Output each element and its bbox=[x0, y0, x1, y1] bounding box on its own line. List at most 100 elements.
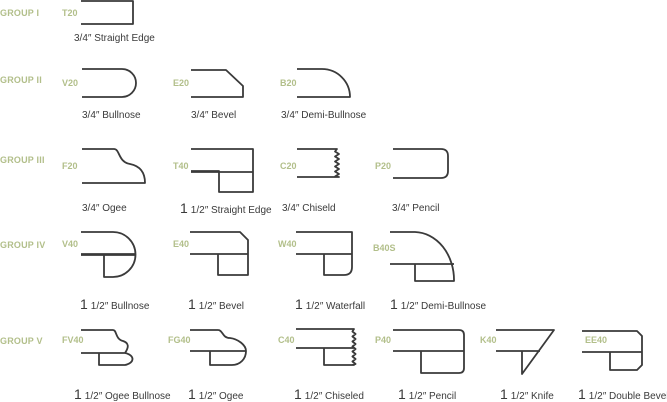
caption-whole-number: 1 bbox=[188, 386, 196, 402]
profile-code: C40 bbox=[278, 335, 295, 345]
profile-outline bbox=[297, 68, 351, 98]
caption-text: 1/2″ Knife bbox=[510, 391, 554, 402]
caption-text: 1/2″ Bevel bbox=[198, 301, 245, 312]
edge-profile-v20-drawing bbox=[82, 68, 137, 98]
profile-caption: 3/4″ Demi-Bullnose bbox=[281, 110, 366, 121]
profile-outline bbox=[81, 0, 134, 25]
profile-code: V20 bbox=[62, 78, 79, 88]
profile-code: B20 bbox=[280, 78, 297, 88]
edge-profile-e40-drawing bbox=[190, 231, 249, 276]
profile-outline bbox=[496, 329, 555, 375]
profile-code: F20 bbox=[62, 161, 78, 171]
edge-profile-t40-drawing bbox=[191, 148, 254, 193]
caption-text: 3/4″ Demi-Bullnose bbox=[281, 110, 367, 121]
edge-profile-c40-drawing bbox=[296, 328, 357, 366]
profile-code: P20 bbox=[375, 161, 392, 171]
caption-whole-number: 1 bbox=[80, 296, 88, 312]
profile-outline bbox=[81, 329, 134, 366]
caption-text: 3/4″ Straight Edge bbox=[74, 33, 155, 44]
group-label: GROUP II bbox=[0, 75, 42, 85]
profile-outline bbox=[393, 148, 449, 179]
caption-whole-number: 1 bbox=[398, 386, 406, 402]
profile-caption: 3/4″ Bevel bbox=[191, 110, 236, 121]
edge-profile-t20-drawing bbox=[81, 0, 134, 25]
profile-outline bbox=[582, 330, 643, 371]
caption-whole-number: 1 bbox=[578, 386, 586, 402]
profile-outline bbox=[82, 148, 146, 184]
caption-text: 3/4″ Bullnose bbox=[82, 110, 141, 121]
group-label: GROUP V bbox=[0, 336, 43, 346]
caption-whole-number: 1 bbox=[500, 386, 508, 402]
caption-whole-number: 1 bbox=[294, 386, 302, 402]
group-label: GROUP I bbox=[0, 8, 40, 18]
edge-profile-b20-drawing bbox=[297, 68, 351, 98]
profile-caption: 3/4″ Ogee bbox=[82, 203, 127, 214]
profile-code: B40S bbox=[373, 243, 396, 253]
edge-profile-c20-drawing bbox=[297, 148, 340, 178]
edge-profile-e20-drawing bbox=[191, 69, 244, 98]
profile-outline bbox=[296, 328, 357, 366]
caption-whole-number: 1 bbox=[180, 200, 188, 216]
profile-code: E40 bbox=[173, 239, 190, 249]
caption-text: 1/2″ Pencil bbox=[408, 391, 457, 402]
profile-outline bbox=[297, 148, 340, 178]
edge-profile-fg40-drawing bbox=[190, 329, 247, 366]
profile-caption: 3/4″ Straight Edge bbox=[74, 33, 155, 44]
profile-code: FV40 bbox=[62, 335, 84, 345]
caption-whole-number: 1 bbox=[390, 296, 398, 312]
profile-outline bbox=[190, 329, 247, 366]
profile-code: W40 bbox=[278, 239, 297, 249]
profile-caption: 3/4″ Chiseld bbox=[282, 203, 336, 214]
caption-text: 3/4″ Pencil bbox=[392, 203, 440, 214]
profile-code: P40 bbox=[375, 335, 392, 345]
profile-code: FG40 bbox=[168, 335, 191, 345]
profile-code: K40 bbox=[480, 335, 497, 345]
profile-outline bbox=[393, 329, 465, 374]
profile-code: E20 bbox=[173, 78, 190, 88]
caption-text: 3/4″ Ogee bbox=[82, 203, 127, 214]
edge-profile-b40s-drawing bbox=[390, 231, 455, 282]
caption-text: 1/2″ Waterfall bbox=[305, 301, 366, 312]
profile-caption: 3/4″ Bullnose bbox=[82, 110, 141, 121]
edge-profile-v40-drawing bbox=[81, 231, 137, 278]
edge-profile-fv40-drawing bbox=[81, 329, 134, 366]
profile-code: T20 bbox=[62, 8, 78, 18]
profile-outline bbox=[190, 231, 249, 276]
profile-code: T40 bbox=[173, 161, 189, 171]
profile-code: C20 bbox=[280, 161, 297, 171]
profile-outline bbox=[82, 68, 137, 98]
edge-profile-p20-drawing bbox=[393, 148, 449, 179]
edge-profile-p40-drawing bbox=[393, 329, 465, 374]
caption-text: 1/2″ Straight Edge bbox=[190, 205, 272, 216]
caption-whole-number: 1 bbox=[74, 386, 82, 402]
caption-text: 1/2″ Bullnose bbox=[90, 301, 150, 312]
edge-profile-f20-drawing bbox=[82, 148, 146, 184]
caption-text: 1/2″ Demi-Bullnose bbox=[400, 301, 487, 312]
caption-text: 1/2″ Double Bevel bbox=[588, 391, 667, 402]
profile-outline bbox=[81, 231, 137, 278]
profile-outline bbox=[390, 231, 455, 282]
caption-text: 3/4″ Chiseld bbox=[282, 203, 336, 214]
profile-code: EE40 bbox=[585, 335, 608, 345]
group-label: GROUP IV bbox=[0, 240, 46, 250]
profile-caption: 3/4″ Pencil bbox=[392, 203, 439, 214]
caption-text: 1/2″ Ogee bbox=[198, 391, 244, 402]
edge-profile-k40-drawing bbox=[496, 329, 555, 375]
profile-outline bbox=[191, 148, 254, 193]
edge-profile-w40-drawing bbox=[296, 231, 353, 276]
caption-text: 3/4″ Bevel bbox=[191, 110, 237, 121]
group-label: GROUP III bbox=[0, 155, 45, 165]
profile-outline bbox=[296, 231, 353, 276]
profile-code: V40 bbox=[62, 239, 79, 249]
